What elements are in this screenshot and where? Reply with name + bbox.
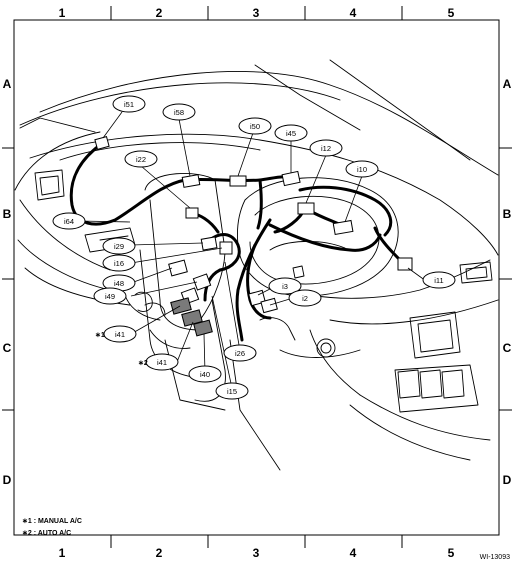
connector-i3-label: i3 (282, 282, 288, 291)
row-label-d-right: D (503, 473, 512, 487)
col-label-1-bottom: 1 (59, 546, 66, 560)
row-label-d: D (3, 473, 12, 487)
connector-i26-label: i26 (235, 349, 245, 358)
connector-i2-label: i2 (302, 294, 308, 303)
star2-mark: ∗2 (138, 360, 148, 367)
col-label-3: 3 (253, 6, 260, 20)
connector-i41-manual-label: i41 (115, 330, 125, 339)
connector-i51-label: i51 (124, 100, 134, 109)
col-label-5: 5 (448, 6, 455, 20)
row-label-c: C (3, 341, 12, 355)
connector-i22-label: i22 (136, 155, 146, 164)
connector-i40-label: i40 (200, 370, 210, 379)
connector-blocks (94, 136, 413, 314)
col-label-4-bottom: 4 (350, 546, 357, 560)
connector-i41-auto-label: i41 (157, 358, 167, 367)
connector-i16-label: i16 (114, 259, 124, 268)
connector-i45-label: i45 (286, 129, 296, 138)
connector-i11-label: i11 (434, 276, 443, 285)
connector-i58-label: i58 (174, 108, 184, 117)
col-label-2: 2 (156, 6, 163, 20)
row-label-b: B (3, 207, 12, 221)
connector-i64-label: i64 (64, 217, 74, 226)
row-label-a: A (3, 77, 12, 91)
connector-i15-label: i15 (227, 387, 237, 396)
note-auto-ac: ∗2 : AUTO A/C (22, 530, 71, 537)
grid-ticks (2, 6, 512, 548)
row-label-c-right: C (503, 341, 512, 355)
col-label-5-bottom: 5 (448, 546, 455, 560)
row-label-b-right: B (503, 207, 512, 221)
col-label-4: 4 (350, 6, 357, 20)
connector-i12-label: i12 (321, 144, 331, 153)
row-label-a-right: A (503, 77, 512, 91)
leader-lines (78, 111, 427, 389)
col-label-3-bottom: 3 (253, 546, 260, 560)
connector-i48-label: i48 (114, 279, 124, 288)
callout-bubbles (52, 95, 456, 400)
col-label-2-bottom: 2 (156, 546, 163, 560)
grid-frame (13, 19, 500, 536)
connector-i10-label: i10 (357, 165, 367, 174)
connector-i50-label: i50 (250, 122, 260, 131)
col-label-1: 1 (59, 6, 66, 20)
connector-i29-label: i29 (114, 242, 124, 251)
figure-id: WI-13093 (480, 554, 510, 561)
connector-blocks-shaded (170, 297, 213, 337)
star1-mark: ∗1 (95, 332, 105, 339)
note-manual-ac: ∗1 : MANUAL A/C (22, 518, 82, 525)
connector-i49-label: i49 (105, 292, 115, 301)
